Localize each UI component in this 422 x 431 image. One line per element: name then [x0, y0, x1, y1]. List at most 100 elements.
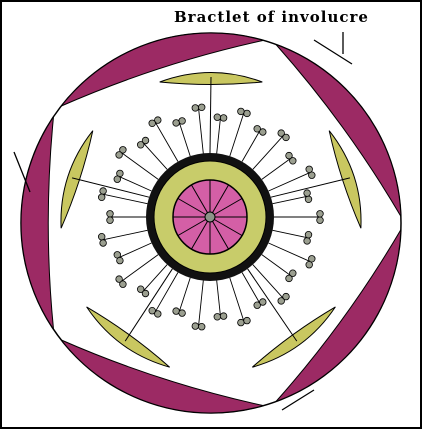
anther-lobe — [99, 239, 107, 247]
bractlet-label: Bractlet of involucre — [174, 8, 369, 26]
anther-lobe — [316, 216, 324, 224]
bractlet-tick-left — [13, 151, 31, 193]
bract-line-1 — [209, 76, 212, 154]
stamen-filament — [272, 195, 308, 205]
stamen-anther — [277, 129, 290, 142]
anther-lobe — [289, 157, 297, 165]
stamen-filament — [154, 121, 179, 162]
stamen-filament — [216, 280, 221, 317]
anther-lobe — [116, 256, 124, 265]
stamen-filament — [120, 254, 159, 283]
bractlet-tick-bottom — [281, 389, 315, 411]
stamen-anther — [115, 146, 127, 159]
anther-lobe — [237, 318, 245, 327]
anther-lobe — [191, 104, 199, 112]
anther-lobe — [191, 322, 199, 330]
bract-line-3 — [247, 268, 298, 342]
stamen-anther — [285, 151, 297, 165]
anther-lobe — [303, 237, 311, 245]
ovary-spoke — [177, 216, 211, 236]
stamen-anther — [303, 230, 313, 245]
bract-line-5 — [71, 177, 150, 198]
stamen-filament — [178, 121, 191, 157]
stamen-filament — [241, 130, 261, 162]
ovary-spoke — [209, 184, 229, 218]
anther-lobe — [289, 269, 297, 277]
stamen-anther — [97, 187, 107, 201]
stamen-anther — [97, 232, 107, 247]
anther-lobe — [259, 298, 267, 306]
stamen-anther — [106, 210, 114, 224]
stamen-filament — [118, 242, 152, 259]
stamen-filament — [268, 171, 311, 192]
anther-lobe — [253, 125, 261, 133]
stamen-anther — [237, 316, 251, 327]
anther-lobe — [148, 307, 156, 315]
stamen-anther — [253, 125, 267, 136]
stamen-filament — [252, 264, 284, 300]
outer-arc-2 — [275, 44, 402, 217]
anther-lobe — [97, 232, 106, 241]
outer-arc-1 — [60, 32, 264, 107]
anther-lobe — [154, 116, 162, 124]
stamen-anther — [136, 285, 150, 298]
anther-lobe — [119, 280, 127, 288]
stamen-filament — [142, 142, 168, 170]
bract-line-2 — [270, 177, 351, 198]
stamen-anther — [172, 307, 186, 317]
anther-lobe — [115, 275, 123, 283]
ovary-divisions — [173, 180, 247, 254]
anther-lobe — [243, 316, 251, 325]
anther-lobe — [282, 292, 290, 301]
outer-arc-4 — [60, 339, 264, 414]
anther-lobe — [308, 255, 316, 263]
stamen-anther — [148, 307, 162, 318]
anther-lobe — [97, 193, 106, 201]
bract-lines-group — [71, 76, 351, 342]
anther-lobe — [285, 151, 293, 160]
anther-lobe — [141, 136, 150, 145]
ovary-spoke — [209, 198, 243, 218]
stamen-anther — [305, 255, 316, 269]
anther-lobe — [178, 309, 186, 317]
bractlet-ticks-group — [13, 32, 353, 411]
stamen-filament — [272, 229, 308, 239]
ovary-spoke — [177, 198, 211, 218]
bractlet-tick-top-right — [313, 39, 353, 65]
anther-lobe — [219, 114, 228, 122]
anther-lobe — [237, 107, 245, 116]
stamen-filament — [216, 117, 221, 154]
anther-lobe — [219, 312, 228, 320]
stamen-filament — [198, 280, 204, 327]
stamen-filament — [261, 157, 292, 180]
stamen-anther — [277, 292, 290, 305]
anther-lobe — [303, 189, 311, 197]
anther-lobe — [178, 117, 186, 125]
anther-lobe — [136, 285, 145, 293]
stamen-anther — [237, 107, 251, 118]
anther-lobe — [148, 119, 156, 127]
stamen-anther — [213, 113, 228, 122]
anther-lobe — [305, 165, 313, 173]
anther-lobe — [119, 146, 127, 154]
anther-lobe — [213, 313, 221, 321]
stamen-filament — [261, 254, 292, 277]
anther-lobe — [115, 151, 123, 159]
anther-lobe — [285, 274, 293, 283]
stamen-filament — [229, 112, 245, 157]
anther-lobe — [106, 216, 114, 224]
stamen-filament — [178, 277, 191, 313]
anther-lobe — [304, 195, 313, 203]
stamen-anther — [253, 298, 267, 309]
stamen-anther — [285, 269, 297, 283]
stamen-filament — [198, 107, 204, 154]
ovary-spoke — [191, 216, 211, 250]
stamen-filament — [252, 134, 284, 170]
outer-arc-3 — [275, 229, 402, 402]
stamen-anther — [115, 275, 127, 288]
stamen-filament — [241, 272, 261, 304]
stamen-filament — [154, 272, 179, 313]
stamen-anther — [316, 210, 324, 224]
